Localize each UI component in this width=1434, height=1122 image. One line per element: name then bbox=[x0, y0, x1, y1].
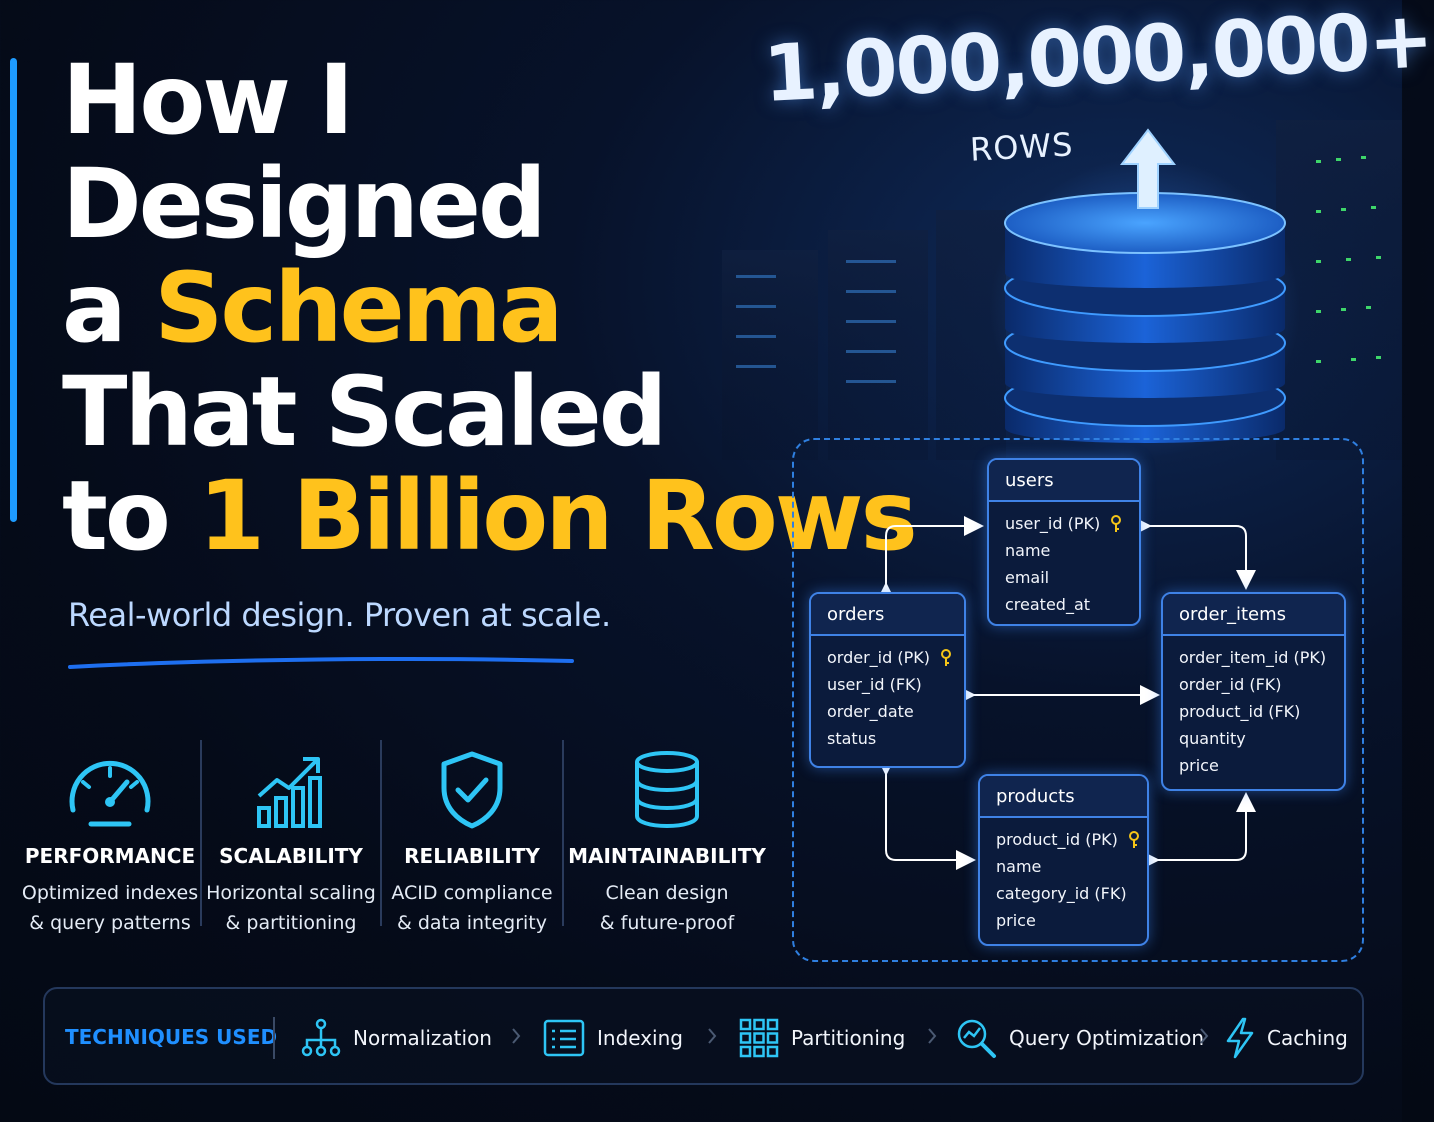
title-word-a: a bbox=[62, 252, 127, 364]
chevron-right-icon bbox=[928, 1028, 937, 1044]
feature-divider bbox=[200, 740, 202, 926]
table-field: order_item_id (PK) bbox=[1179, 644, 1328, 671]
table-fields: order_item_id (PK) order_id (FK) product… bbox=[1163, 636, 1344, 787]
primary-key-icon bbox=[1111, 514, 1122, 532]
feature-name: SCALABILITY bbox=[219, 844, 363, 868]
feature-name: MAINTAINABILITY bbox=[568, 844, 766, 868]
table-field: order_id (FK) bbox=[1179, 675, 1282, 694]
title-word-to: to bbox=[62, 460, 171, 572]
techniques-label: TECHNIQUES USED bbox=[65, 1025, 278, 1049]
feature-reliability: RELIABILITY ACID compliance& data integr… bbox=[382, 740, 562, 934]
technique-name: Query Optimization bbox=[1009, 1026, 1205, 1050]
subtitle-underline bbox=[68, 657, 574, 669]
feature-divider bbox=[380, 740, 382, 926]
list-index-icon bbox=[543, 1019, 585, 1057]
feature-performance: PERFORMANCE Optimized indexes& query pat… bbox=[20, 740, 200, 934]
feature-desc: Clean design& future-proof bbox=[599, 882, 735, 934]
database-cylinder-illustration bbox=[990, 128, 1300, 458]
feature-desc: Horizontal scaling& partitioning bbox=[206, 882, 376, 934]
table-field: product_id (PK) bbox=[996, 826, 1139, 853]
table-fields: user_id (PK) name email created_at bbox=[989, 502, 1139, 626]
feature-scalability: SCALABILITY Horizontal scaling& partitio… bbox=[202, 740, 380, 934]
database-icon bbox=[635, 751, 699, 829]
primary-key-icon bbox=[940, 648, 951, 666]
title-line-3: a Schema bbox=[62, 256, 915, 360]
title-line-1: How I bbox=[62, 44, 354, 156]
technique-partitioning: Partitioning bbox=[739, 1013, 905, 1063]
feature-desc: Optimized indexes& query patterns bbox=[21, 882, 199, 934]
title-line-2: Designed bbox=[62, 148, 547, 260]
primary-key-icon bbox=[1128, 830, 1139, 848]
table-field: price bbox=[1179, 756, 1219, 775]
table-orders: orders order_id (PK) user_id (FK) order_… bbox=[809, 592, 966, 768]
feature-divider bbox=[562, 740, 564, 926]
magnify-chart-icon bbox=[957, 1019, 996, 1058]
title-highlight-schema: Schema bbox=[154, 252, 563, 364]
bar-chart-growth-icon bbox=[257, 757, 322, 828]
table-field: user_id (FK) bbox=[827, 675, 922, 694]
main-title: How I Designed a Schema That Scaled to 1… bbox=[62, 44, 918, 568]
table-field: product_id (FK) bbox=[1179, 702, 1301, 721]
table-products: products product_id (PK) name category_i… bbox=[978, 774, 1149, 946]
lightning-icon bbox=[1226, 1017, 1254, 1059]
chevron-right-icon bbox=[512, 1028, 521, 1044]
feature-name: PERFORMANCE bbox=[24, 844, 196, 868]
table-field: name bbox=[1005, 541, 1051, 560]
table-header: order_items bbox=[1163, 594, 1344, 636]
technique-name: Indexing bbox=[597, 1026, 683, 1050]
technique-indexing: Indexing bbox=[543, 1013, 683, 1063]
table-order-items: order_items order_item_id (PK) order_id … bbox=[1161, 592, 1346, 791]
accent-bar bbox=[10, 58, 17, 522]
shield-check-icon bbox=[441, 751, 503, 829]
technique-name: Normalization bbox=[353, 1026, 492, 1050]
feature-name: RELIABILITY bbox=[404, 844, 540, 868]
feature-maintainability: MAINTAINABILITY Clean design& future-pro… bbox=[564, 740, 770, 934]
table-field: price bbox=[996, 911, 1036, 930]
chevron-right-icon bbox=[708, 1028, 717, 1044]
hierarchy-icon bbox=[301, 1018, 341, 1057]
feature-row: PERFORMANCE Optimized indexes& query pat… bbox=[20, 740, 780, 934]
techniques-bar: TECHNIQUES USED Normalization Indexing bbox=[43, 987, 1364, 1085]
table-field: category_id (FK) bbox=[996, 884, 1127, 903]
table-fields: product_id (PK) name category_id (FK) pr… bbox=[980, 818, 1147, 942]
title-line-4: That Scaled bbox=[62, 356, 667, 468]
technique-normalization: Normalization bbox=[301, 1013, 492, 1063]
chevron-right-icon bbox=[1200, 1028, 1209, 1044]
table-field: quantity bbox=[1179, 729, 1246, 748]
feature-desc: ACID compliance& data integrity bbox=[391, 882, 553, 934]
table-header: users bbox=[989, 460, 1139, 502]
table-fields: order_id (PK) user_id (FK) order_date st… bbox=[811, 636, 964, 760]
table-field: user_id (PK) bbox=[1005, 510, 1123, 537]
table-header: products bbox=[980, 776, 1147, 818]
schema-relationship-lines bbox=[876, 516, 1256, 870]
technique-name: Partitioning bbox=[791, 1026, 906, 1050]
speedometer-icon bbox=[69, 760, 151, 827]
table-field: name bbox=[996, 857, 1042, 876]
title-line-5: to 1 Billion Rows bbox=[62, 464, 918, 568]
schema-diagram-frame bbox=[792, 438, 1364, 962]
technique-query-optimization: Query Optimization bbox=[955, 1013, 1204, 1063]
techniques-divider bbox=[273, 1017, 275, 1059]
grid-partition-icon bbox=[739, 1018, 779, 1058]
table-header: orders bbox=[811, 594, 964, 636]
table-field: email bbox=[1005, 568, 1050, 587]
table-field: order_date bbox=[827, 702, 914, 721]
table-users: users user_id (PK) name email created_at bbox=[987, 458, 1141, 626]
title-highlight-billion: 1 Billion Rows bbox=[198, 460, 917, 572]
subtitle: Real-world design. Proven at scale. bbox=[68, 596, 611, 634]
table-field: status bbox=[827, 729, 877, 748]
table-field: order_id (PK) bbox=[827, 644, 951, 671]
upload-arrow-icon bbox=[1119, 128, 1177, 209]
technique-caching: Caching bbox=[1225, 1013, 1348, 1063]
table-field: created_at bbox=[1005, 595, 1091, 614]
technique-name: Caching bbox=[1267, 1026, 1348, 1050]
